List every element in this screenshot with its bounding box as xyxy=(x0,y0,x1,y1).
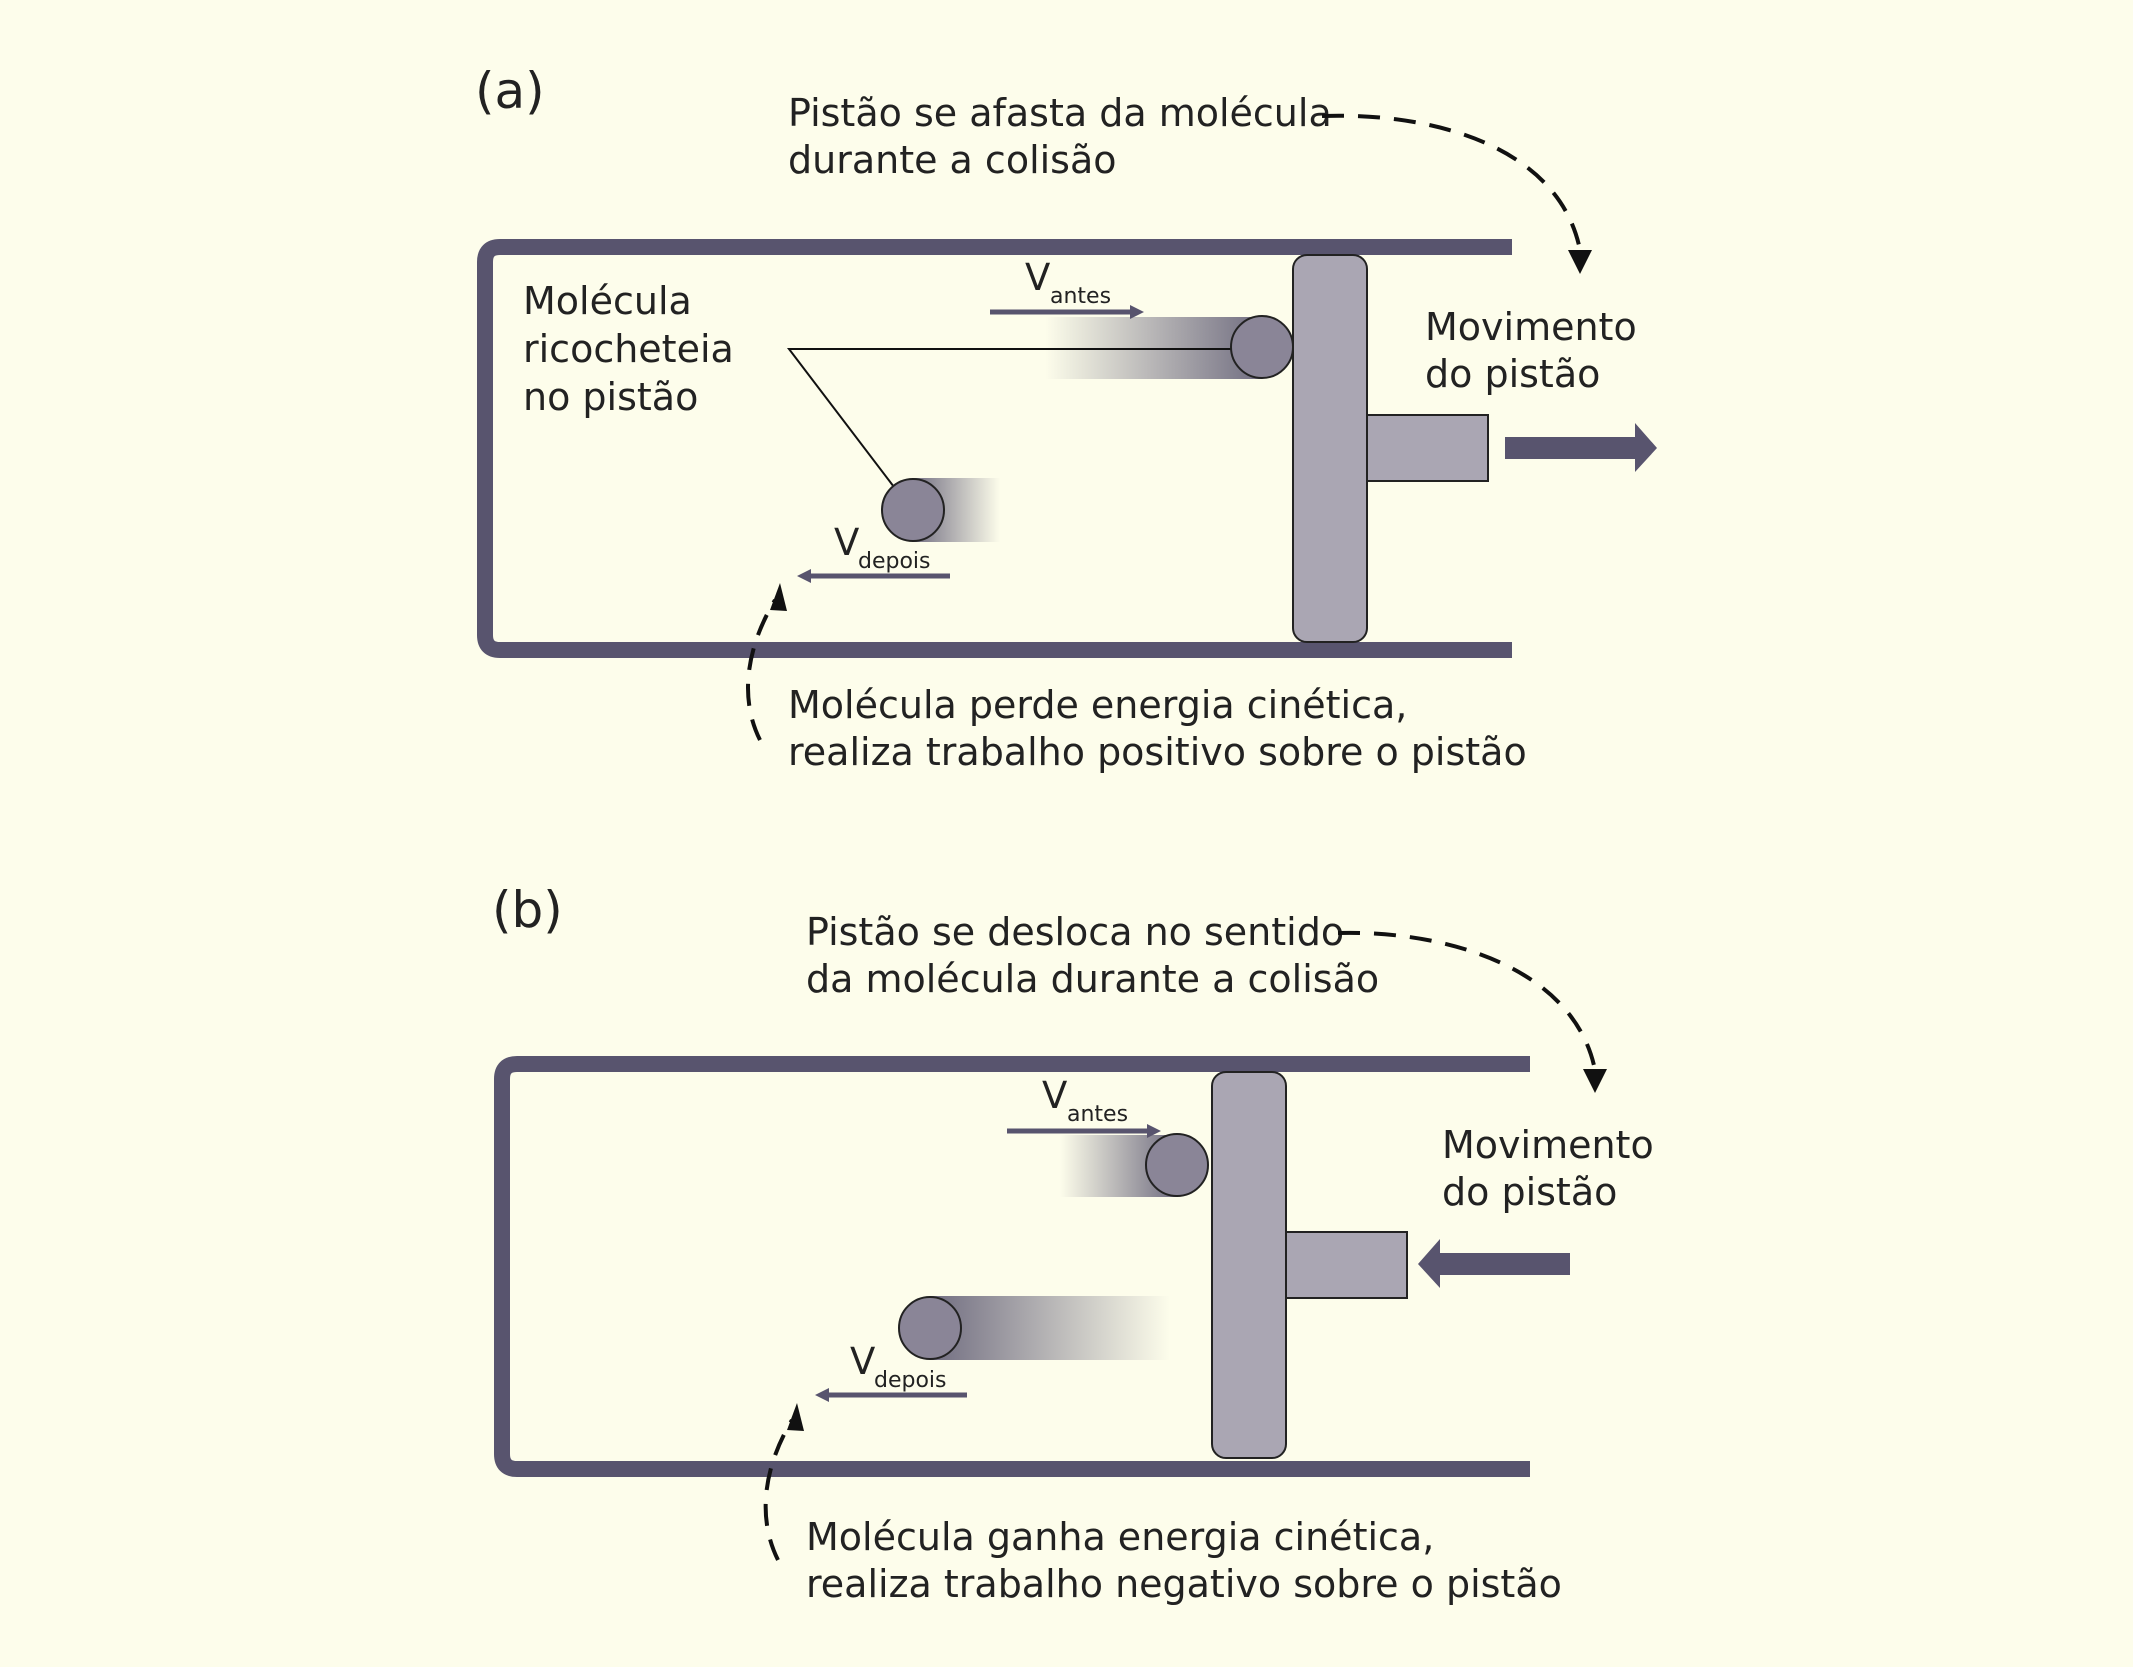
panel-a-cylinder xyxy=(477,239,1512,658)
panel-a-top-dashed-arrow xyxy=(1321,113,1582,251)
panel-b-molecule-trail-after xyxy=(930,1296,1170,1360)
panel-a-v-after-label: V xyxy=(834,521,859,564)
panel-a-bottom-note: Molécula perde energia cinética, realiza… xyxy=(788,683,1527,774)
panel-a-trajectory xyxy=(786,348,1262,513)
panel-b-top-note: Pistão se desloca no sentido da molécula… xyxy=(806,910,1379,1001)
panel-a-molecule-after xyxy=(881,478,945,542)
panel-a-bottom-arrowhead xyxy=(770,583,787,611)
panel-a-molecule-label: Molécula ricocheteia no pistão xyxy=(523,279,746,419)
panel-a-top-arrowhead xyxy=(1568,250,1592,274)
panel-b-label: (b) xyxy=(492,881,563,939)
panel-a-v-before-subscript: antes xyxy=(1050,284,1111,309)
panel-b-cylinder xyxy=(494,1056,1530,1477)
panel-b-v-before-subscript: antes xyxy=(1067,1102,1128,1127)
panel-b-v-after-arrowhead xyxy=(815,1388,829,1402)
panel-b-v-before-arrowhead xyxy=(1147,1124,1161,1138)
panel-a-bottom-dashed-arrow xyxy=(746,598,777,741)
panel-a-v-after-subscript: depois xyxy=(858,549,931,574)
panel-a-piston-rod xyxy=(1366,414,1489,482)
panel-a: (a) Pistão se afasta da molécula durante… xyxy=(475,62,1657,774)
panel-a-piston-head xyxy=(1292,254,1368,643)
panel-a-v-before-arrowhead xyxy=(1130,305,1144,319)
panel-b-v-before-label: V xyxy=(1042,1074,1067,1117)
panel-b-v-after-label: V xyxy=(850,1340,875,1383)
panel-a-v-before-label: V xyxy=(1025,256,1050,299)
panel-b-piston-rod xyxy=(1285,1231,1408,1299)
panel-b-top-dashed-arrow xyxy=(1337,930,1597,1071)
panel-b-molecule-before xyxy=(1145,1133,1209,1197)
panel-a-movement-arrow xyxy=(1505,423,1657,472)
panel-b-molecule-after xyxy=(898,1296,962,1360)
panel-b: (b) Pistão se desloca no sentido da molé… xyxy=(492,881,1666,1606)
panel-b-bottom-arrowhead xyxy=(787,1403,804,1431)
panel-b-v-after-subscript: depois xyxy=(874,1368,947,1393)
panel-b-piston-head xyxy=(1211,1071,1287,1459)
panel-a-label: (a) xyxy=(475,62,545,120)
panel-a-molecule-before xyxy=(1230,315,1294,379)
panel-b-bottom-note: Molécula ganha energia cinética, realiza… xyxy=(806,1515,1562,1606)
panel-b-bottom-dashed-arrow xyxy=(763,1418,794,1561)
panel-b-movement-arrow xyxy=(1418,1239,1570,1288)
panel-a-top-note: Pistão se afasta da molécula durante a c… xyxy=(788,91,1344,182)
panel-a-v-after-arrowhead xyxy=(797,569,811,583)
panel-b-top-arrowhead xyxy=(1583,1069,1607,1093)
panel-b-movement-label: Movimento do pistão xyxy=(1442,1123,1666,1214)
panel-a-movement-label: Movimento do pistão xyxy=(1425,305,1649,396)
